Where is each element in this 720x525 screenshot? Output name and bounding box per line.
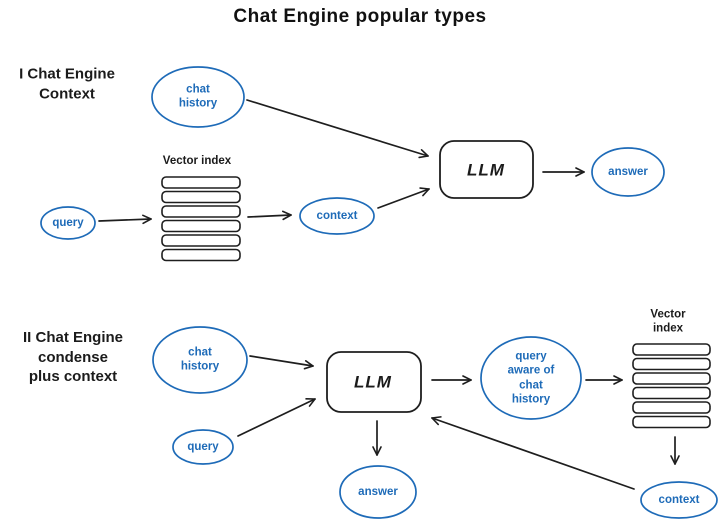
- d2-arrows: [237, 355, 680, 490]
- d2-arrow-chathistory-to-llm: [249, 355, 314, 370]
- d1-arrow-query-to-vector: [98, 214, 152, 225]
- d1-chat-history-node: [151, 66, 245, 128]
- d1-answer-node: [591, 147, 665, 197]
- d2-vector-index-stack: [632, 343, 711, 429]
- d1-llm-node: [439, 140, 534, 199]
- d2-arrow-context-to-llm: [431, 416, 635, 490]
- d1-arrow-context-to-llm: [377, 187, 430, 209]
- d1-arrows: [98, 99, 585, 225]
- diagram2-shapes: [152, 326, 718, 519]
- d1-vector-index-stack: [161, 176, 241, 262]
- diagram1-shapes: [40, 66, 665, 262]
- d1-arrow-vector-to-context: [247, 210, 292, 221]
- d1-query-node: [40, 206, 96, 240]
- d1-arrow-chathistory-to-llm: [246, 99, 429, 159]
- d2-answer-node: [339, 465, 417, 519]
- d1-context-node: [299, 197, 375, 235]
- d2-llm-node: [326, 351, 422, 413]
- d2-chat-history-node: [152, 326, 248, 394]
- d2-query-node: [172, 429, 234, 465]
- d2-query-aware-node: [480, 336, 582, 420]
- d2-arrow-query-to-llm: [237, 398, 316, 437]
- d2-context-node: [640, 481, 718, 519]
